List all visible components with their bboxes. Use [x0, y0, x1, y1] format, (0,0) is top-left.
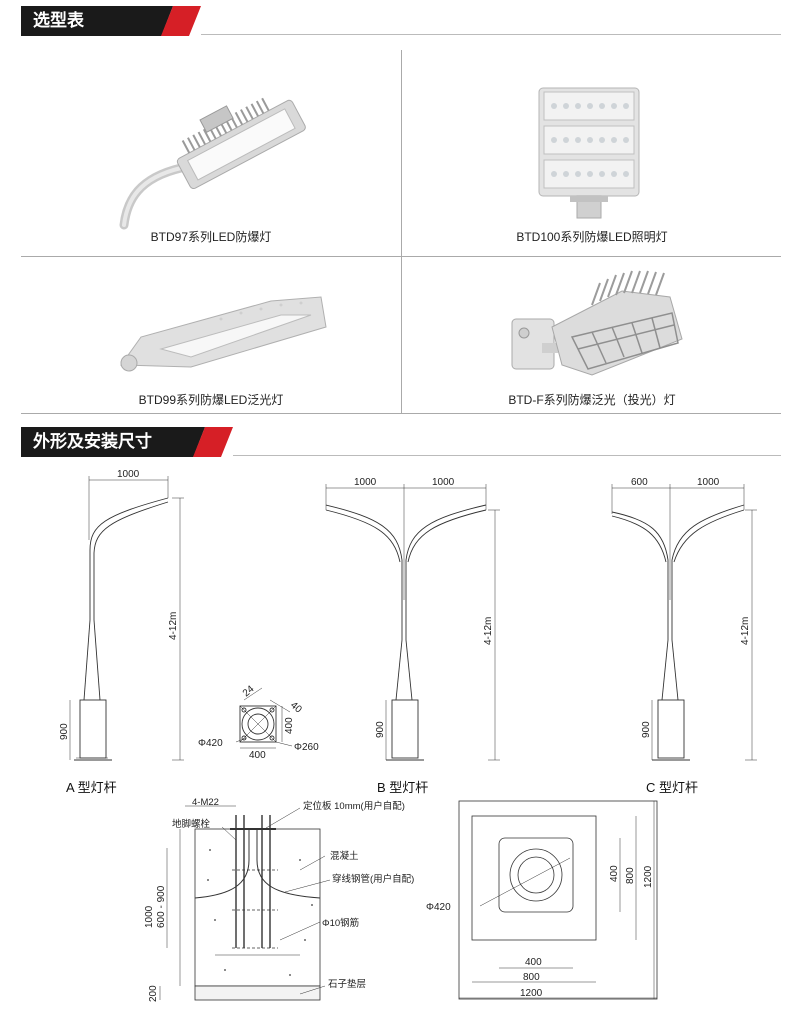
- product-cell-btd99: BTD99系列防爆LED泛光灯: [21, 257, 401, 413]
- bolts-label: 4-M22: [192, 797, 219, 808]
- pole-c: [611, 484, 757, 761]
- section-title: 外形及安装尺寸: [21, 427, 181, 457]
- pole-a-base-dim: 900: [59, 723, 70, 740]
- plan-h-1200: 1200: [643, 865, 654, 888]
- product-caption: BTD-F系列防爆泛光（投光）灯: [508, 393, 676, 407]
- rebar-label: Φ10钢筋: [322, 917, 359, 929]
- product-image-btdf: [511, 270, 683, 376]
- pole-c-arm-left-dim: 600: [631, 477, 648, 488]
- flange-inner-dim: Φ260: [294, 742, 319, 753]
- plan-w-1200: 1200: [520, 988, 543, 999]
- flange-width-dim: 400: [249, 750, 266, 761]
- section-header-selection: 选型表: [21, 6, 781, 36]
- pole-b-height-dim: 4-12m: [483, 617, 494, 645]
- section-depth-1000: 1000: [144, 905, 155, 928]
- pole-c-arm-right-dim: 1000: [697, 477, 720, 488]
- flange-drawing: [235, 687, 293, 749]
- product-cell-btd97: BTD97系列LED防爆灯: [21, 50, 401, 256]
- pole-c-label: C 型灯杆: [646, 780, 699, 795]
- conduit-label: 穿线钢管(用户自配): [332, 873, 414, 885]
- section-header-dimensions: 外形及安装尺寸: [21, 427, 781, 457]
- product-image-btd99: [120, 296, 327, 372]
- product-cell-btd100: BTD100系列防爆LED照明灯: [402, 50, 782, 256]
- pole-c-base-dim: 900: [641, 721, 652, 738]
- plan-h-400: 400: [609, 865, 620, 882]
- pole-b: [325, 484, 500, 761]
- grid-divider: [21, 256, 781, 257]
- product-caption: BTD100系列防爆LED照明灯: [516, 230, 668, 244]
- pole-b-label: B 型灯杆: [377, 780, 429, 795]
- grid-divider: [21, 413, 781, 414]
- plan-circle-dim: Φ420: [426, 902, 451, 913]
- pole-drawings: 1000 4-12m 900 1000 1000 4-12m 900 600 1…: [59, 469, 757, 761]
- header-rule: [201, 34, 781, 35]
- pole-b-base-dim: 900: [375, 721, 386, 738]
- plan-w-800: 800: [523, 972, 540, 983]
- section-title: 选型表: [21, 6, 149, 36]
- pole-b-arm-left-dim: 1000: [354, 477, 377, 488]
- anchor-bolt-label: 地脚螺栓: [172, 818, 211, 830]
- positioning-plate-label: 定位板 10mm(用户自配): [303, 800, 405, 812]
- grid-divider: [401, 50, 402, 414]
- pole-b-arm-right-dim: 1000: [432, 477, 455, 488]
- product-image-btd100: [538, 87, 640, 219]
- product-caption: BTD99系列防爆LED泛光灯: [138, 393, 284, 407]
- pole-a-height-dim: 4-12m: [168, 612, 179, 640]
- product-image-btd97: [119, 97, 306, 230]
- product-caption: BTD97系列LED防爆灯: [150, 230, 272, 244]
- pole-c-height-dim: 4-12m: [740, 617, 751, 645]
- gravel-label: 石子垫层: [328, 978, 366, 990]
- foundation-section: [159, 805, 331, 1001]
- pole-a-arm-dim: 1000: [117, 469, 140, 480]
- plan-w-400: 400: [525, 957, 542, 968]
- flange-side-dim: 400: [284, 717, 295, 734]
- flange-outer-dim: Φ420: [198, 738, 223, 749]
- section-depth-600-900: 600 - 900: [156, 885, 167, 928]
- concrete-label: 混凝土: [330, 850, 359, 862]
- section-depth-200: 200: [148, 985, 159, 1002]
- plan-h-800: 800: [625, 867, 636, 884]
- pole-a-label: A 型灯杆: [66, 780, 117, 795]
- foundation-plan: [458, 800, 658, 1000]
- pole-a: [69, 476, 184, 761]
- header-rule: [233, 455, 781, 456]
- product-grid: BTD97系列LED防爆灯 BTD100系列防爆LED照明灯: [21, 50, 781, 414]
- product-cell-btdf: BTD-F系列防爆泛光（投光）灯: [402, 257, 782, 413]
